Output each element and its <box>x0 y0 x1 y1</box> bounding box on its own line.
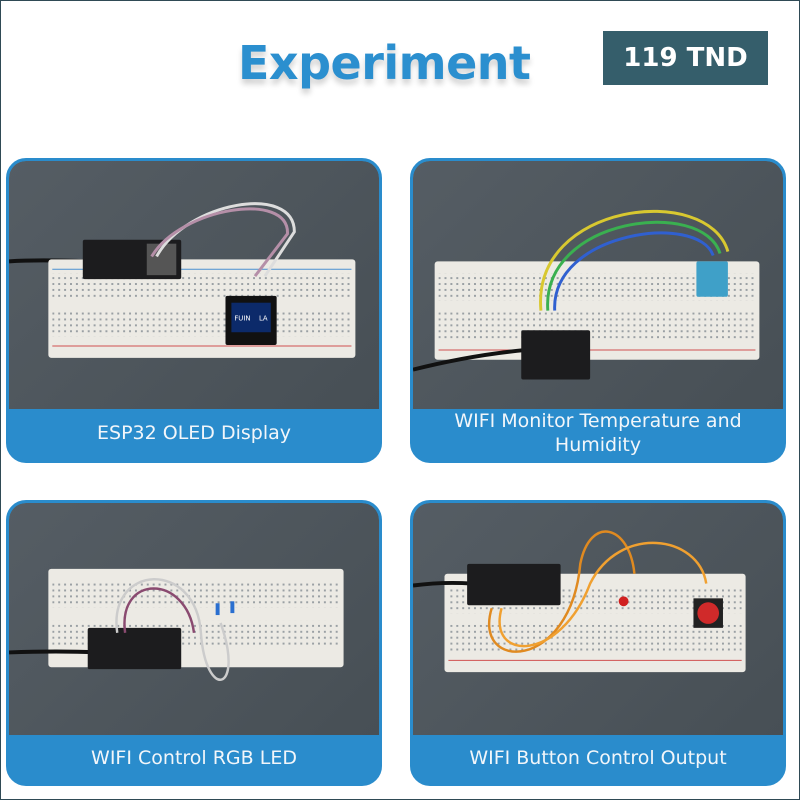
experiment-card-rgb-led[interactable]: WIFI Control RGB LED <box>6 500 382 786</box>
card-caption: WIFI Control RGB LED <box>91 746 297 769</box>
experiment-card-oled[interactable]: FUIN LA ESP32 OLED Display <box>6 158 382 463</box>
breadboard-illustration <box>413 530 746 673</box>
experiment-card-button[interactable]: WIFI Button Control Output <box>410 500 786 786</box>
card-caption: WIFI Monitor Temperature and Humidity <box>454 410 742 456</box>
experiment-photo: FUIN LA <box>9 161 379 409</box>
oled-text-left: FUIN <box>234 314 250 322</box>
page-title: Experiment <box>238 36 531 90</box>
breadboard-illustration: FUIN LA <box>9 202 356 358</box>
card-caption: WIFI Button Control Output <box>469 746 727 769</box>
experiment-photo <box>9 503 379 735</box>
experiment-card-temperature[interactable]: WIFI Monitor Temperature and Humidity <box>410 158 786 463</box>
experiment-photo <box>413 161 783 409</box>
card-caption: ESP32 OLED Display <box>97 422 291 444</box>
experiment-photo <box>413 503 783 735</box>
price-badge: 119 TND <box>603 31 768 85</box>
oled-text-right: LA <box>259 314 268 322</box>
breadboard-illustration <box>9 568 344 681</box>
breadboard-illustration <box>413 209 760 380</box>
